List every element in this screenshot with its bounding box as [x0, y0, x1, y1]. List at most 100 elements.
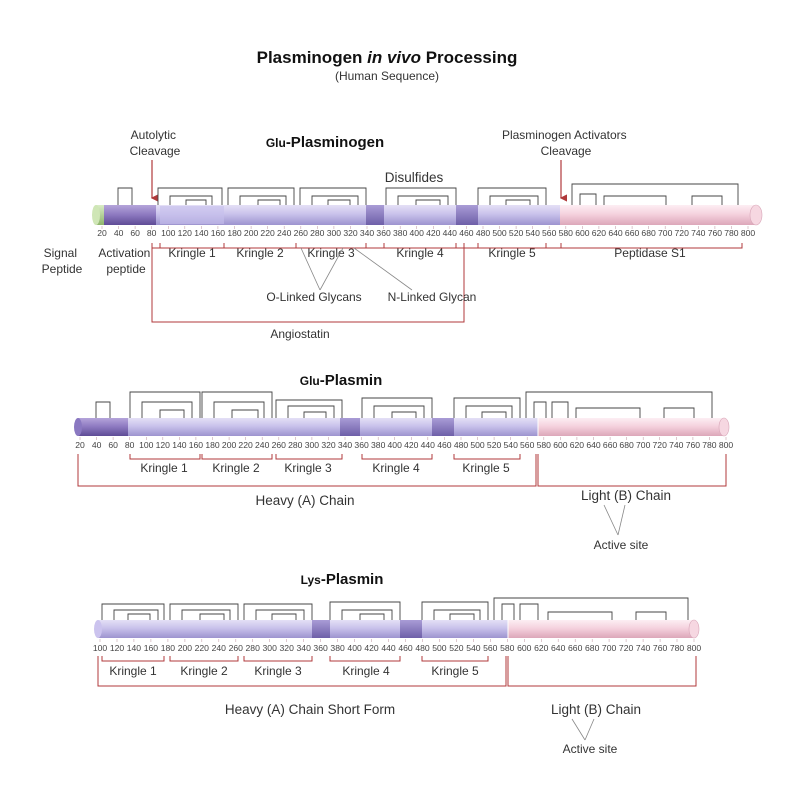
kringle-1-label: Kringle 1	[168, 246, 216, 260]
tick-label: 340	[360, 228, 375, 238]
tick-label: 260	[272, 440, 287, 450]
page-subtitle: (Human Sequence)	[335, 69, 439, 83]
lys-plasmin-disulfides	[101, 597, 689, 620]
tick-label: 540	[504, 440, 519, 450]
tick-label: 320	[343, 228, 358, 238]
tick-label: 420	[426, 228, 441, 238]
light-chain-label: Light (B) Chain	[581, 488, 671, 503]
tick-label: 300	[327, 228, 342, 238]
tick-label: 20	[97, 228, 107, 238]
tick-label: 180	[227, 228, 242, 238]
tick-label: 40	[114, 228, 124, 238]
lp-kringle-4-label: Kringle 4	[342, 664, 390, 678]
lp-kringle-2-label: Kringle 2	[180, 664, 228, 678]
tick-label: 180	[205, 440, 220, 450]
tick-label: 580	[559, 228, 574, 238]
lp-kringle-3-label: Kringle 3	[254, 664, 302, 678]
tick-label: 700	[636, 440, 651, 450]
tick-label: 340	[338, 440, 353, 450]
lp-light-chain-label: Light (B) Chain	[551, 702, 641, 717]
tick-label: 680	[619, 440, 634, 450]
disulfides-label: Disulfides	[385, 170, 444, 185]
n-linked-glycan-label: N-Linked Glycan	[388, 290, 477, 304]
tick-label: 440	[421, 440, 436, 450]
tick-label: 380	[371, 440, 386, 450]
tick-label: 200	[222, 440, 237, 450]
tick-label: 20	[75, 440, 85, 450]
tick-label: 120	[156, 440, 171, 450]
angiostatin-label: Angiostatin	[270, 327, 329, 341]
tick-label: 100	[139, 440, 154, 450]
tick-label: 360	[376, 228, 391, 238]
tick-label: 60	[130, 228, 140, 238]
tick-label: 420	[364, 643, 379, 653]
tick-label: 520	[487, 440, 502, 450]
tick-label: 660	[625, 228, 640, 238]
glu-plasmin-brackets	[77, 454, 727, 487]
tick-label: 800	[741, 228, 756, 238]
tick-label: 220	[238, 440, 253, 450]
tick-label: 720	[653, 440, 668, 450]
tick-label: 560	[483, 643, 498, 653]
tick-label: 620	[534, 643, 549, 653]
tick-label: 620	[570, 440, 585, 450]
tick-label: 760	[708, 228, 723, 238]
tick-label: 660	[603, 440, 618, 450]
tick-label: 360	[313, 643, 328, 653]
tick-label: 580	[537, 440, 552, 450]
page-title: Plasminogen in vivo Processing	[257, 48, 518, 67]
tick-label: 760	[686, 440, 701, 450]
tick-label: 560	[520, 440, 535, 450]
tick-label: 740	[669, 440, 684, 450]
tick-label: 80	[125, 440, 135, 450]
tick-label: 200	[178, 643, 193, 653]
glu-plasminogen-brackets	[151, 243, 743, 323]
tick-label: 380	[330, 643, 345, 653]
lys-plasmin-title: Lys-Plasmin	[301, 571, 384, 588]
glycan-pointers	[300, 247, 413, 291]
tick-label: 700	[602, 643, 617, 653]
tick-label: 760	[653, 643, 668, 653]
lys-plasmin-section: Lys-Plasmin	[93, 571, 702, 756]
tick-label: 640	[586, 440, 601, 450]
activators-cleavage-label: Plasminogen Activators Cleavage	[502, 128, 630, 158]
tick-label: 300	[305, 440, 320, 450]
lys-plasmin-brackets	[97, 656, 697, 687]
tick-label: 180	[161, 643, 176, 653]
tick-label: 400	[410, 228, 425, 238]
lp-kringle-5-label: Kringle 5	[431, 664, 479, 678]
tick-label: 740	[636, 643, 651, 653]
gp-active-site-pointers	[603, 504, 626, 536]
tick-label: 100	[93, 643, 108, 653]
glu-plasminogen-section: Glu-Plasminogen Autolytic Cleavage Plasm…	[42, 128, 763, 341]
tick-label: 480	[415, 643, 430, 653]
tick-label: 200	[244, 228, 259, 238]
kringle-3-label: Kringle 3	[307, 246, 355, 260]
tick-label: 620	[592, 228, 607, 238]
tick-label: 720	[675, 228, 690, 238]
tick-label: 140	[194, 228, 209, 238]
tick-label: 460	[437, 440, 452, 450]
tick-label: 580	[500, 643, 515, 653]
tick-label: 640	[608, 228, 623, 238]
tick-label: 680	[641, 228, 656, 238]
tick-label: 420	[404, 440, 419, 450]
tick-label: 780	[702, 440, 717, 450]
kringle-2-label: Kringle 2	[236, 246, 284, 260]
peptidase-s1-label: Peptidase S1	[614, 246, 686, 260]
tick-label: 480	[476, 228, 491, 238]
tick-label: 440	[381, 643, 396, 653]
tick-label: 320	[280, 643, 295, 653]
tick-label: 520	[449, 643, 464, 653]
tick-label: 340	[297, 643, 312, 653]
tick-label: 500	[470, 440, 485, 450]
activation-peptide-label: Activation peptide	[98, 246, 153, 276]
tick-label: 140	[127, 643, 142, 653]
o-linked-glycans-label: O-Linked Glycans	[266, 290, 361, 304]
tick-label: 360	[354, 440, 369, 450]
autolytic-cleavage-label: Autolytic Cleavage	[130, 128, 181, 158]
tick-label: 160	[189, 440, 204, 450]
active-site-label: Active site	[594, 538, 649, 552]
